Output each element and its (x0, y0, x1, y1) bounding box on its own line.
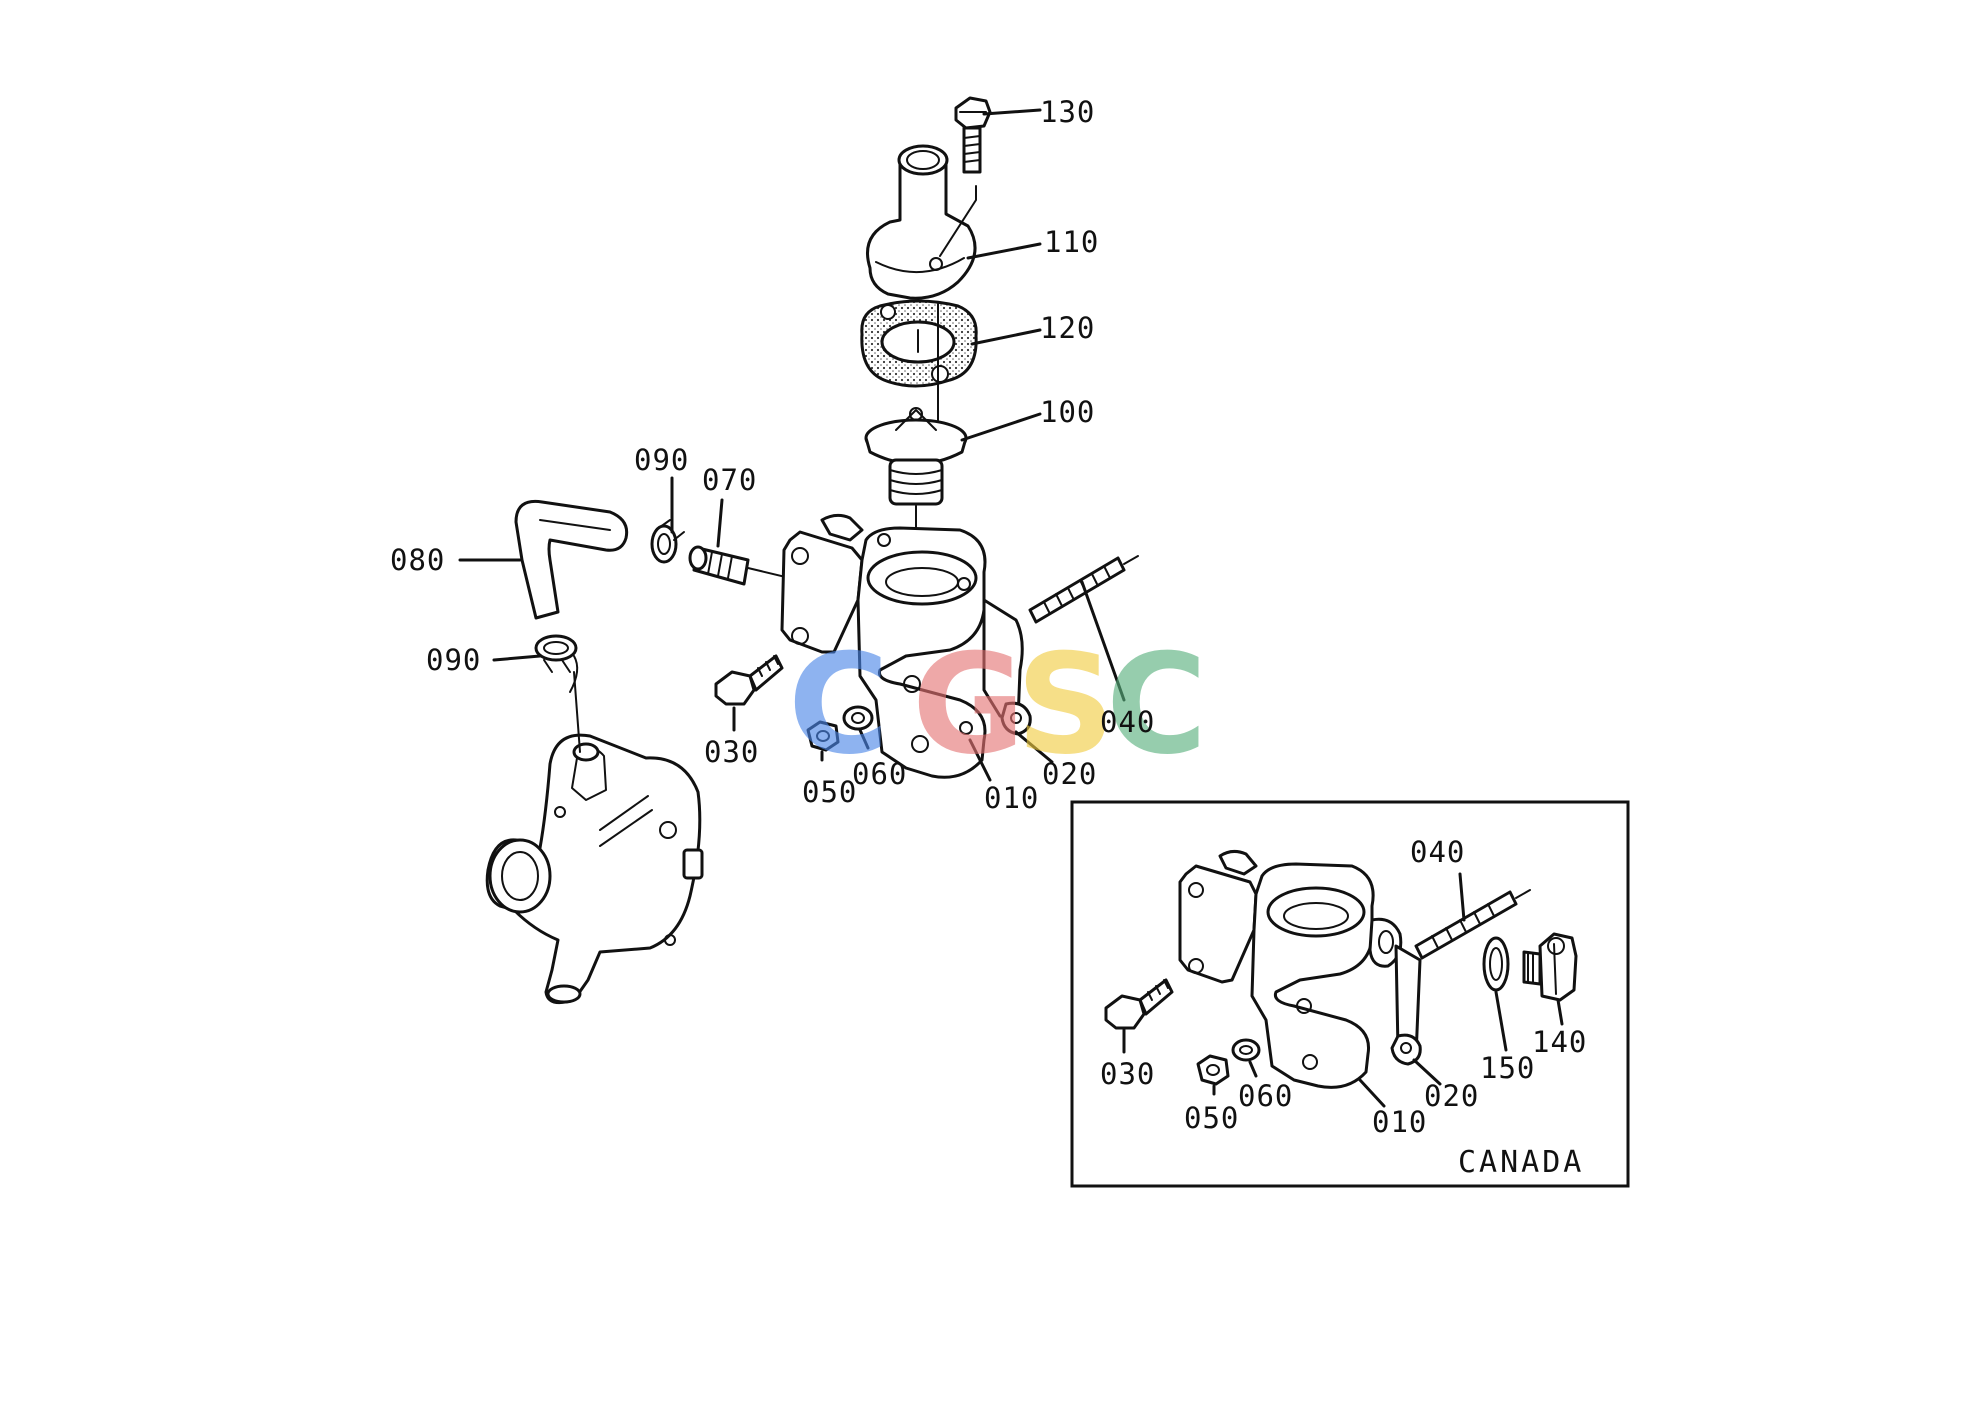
washer-060 (842, 705, 874, 731)
callout-110: 110 (1044, 225, 1099, 259)
watermark-letter-4: C (1106, 624, 1207, 785)
inset-thermostat-housing-010 (1178, 849, 1422, 1089)
watermark-logo: C G S C (788, 624, 1207, 785)
watermark-letter-3: S (1016, 624, 1115, 785)
callout-100: 100 (1040, 395, 1095, 429)
callout-130: 130 (1040, 95, 1095, 129)
callout-120: 120 (1040, 311, 1095, 345)
callout-090-lower: 090 (426, 643, 481, 677)
inset-nut-050 (1196, 1054, 1230, 1086)
inset-callout-040: 040 (1410, 835, 1465, 869)
callout-050: 050 (802, 775, 857, 809)
inset-bolt-030 (1104, 978, 1174, 1030)
inset-washer-150 (1482, 936, 1510, 992)
callout-040: 040 (1100, 705, 1155, 739)
inset-callouts: 040 150 140 030 060 050 010 020 CANADA (1100, 835, 1587, 1180)
callout-070: 070 (702, 463, 757, 497)
inset-callout-030: 030 (1100, 1057, 1155, 1091)
inset-callout-060: 060 (1238, 1079, 1293, 1113)
gasket-020 (1000, 701, 1032, 736)
callout-030: 030 (704, 735, 759, 769)
watermark-letter-2: G (912, 624, 1025, 785)
fitting-070 (688, 545, 841, 591)
callout-010: 010 (984, 781, 1039, 815)
inset-callout-050: 050 (1184, 1101, 1239, 1135)
nut-050 (806, 720, 840, 752)
callout-060: 060 (852, 757, 907, 791)
water-pump (485, 655, 704, 1005)
inset-canada: 040 150 140 030 060 050 010 020 CANADA (1070, 800, 1630, 1188)
main-leader-lines (458, 108, 1126, 782)
inset-callout-140: 140 (1532, 1025, 1587, 1059)
callout-090-upper: 090 (634, 443, 689, 477)
main-assembly (485, 96, 1139, 1005)
clamp-090-upper (650, 519, 685, 564)
bolt-030 (714, 654, 784, 706)
thermostat-100 (864, 407, 968, 561)
inset-stud-040 (1414, 889, 1531, 960)
inset-leader-lines (1122, 872, 1564, 1108)
callout-080: 080 (390, 543, 445, 577)
inset-callout-020: 020 (1424, 1079, 1479, 1113)
gasket-120 (860, 299, 978, 388)
clamp-090-lower (534, 634, 578, 673)
inset-washer-060 (1231, 1038, 1261, 1062)
inset-callout-010: 010 (1372, 1105, 1427, 1139)
thermostat-cover-110 (866, 144, 977, 300)
callout-020: 020 (1042, 757, 1097, 791)
inset-callout-150: 150 (1480, 1051, 1535, 1085)
inset-caption: CANADA (1458, 1145, 1584, 1180)
bolt-130 (954, 96, 992, 174)
inset-plug-140 (1522, 932, 1578, 1002)
watermark-letter-1: C (788, 624, 889, 785)
main-callouts: 130 110 120 100 090 070 080 090 030 050 … (390, 95, 1155, 815)
hose-080 (514, 499, 629, 620)
inset-gasket-020 (1390, 1033, 1422, 1066)
